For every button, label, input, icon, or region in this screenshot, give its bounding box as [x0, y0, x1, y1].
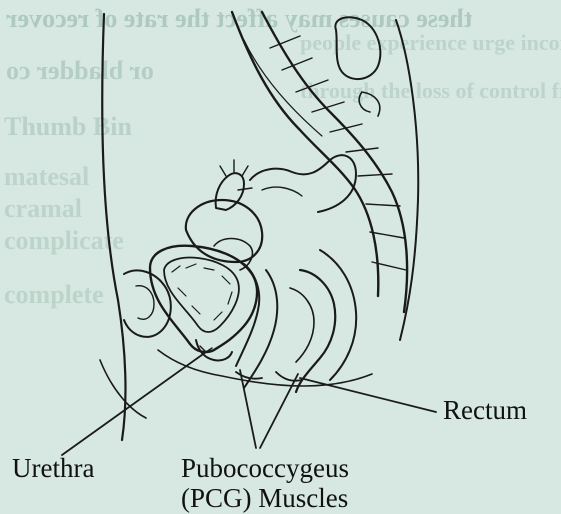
label-rectum: Rectum	[443, 397, 527, 424]
rectum-inner	[290, 288, 314, 362]
bladder-lining	[172, 264, 232, 320]
label-pubococcygeus-line1: Pubococcygeus	[181, 455, 349, 482]
spine-front	[232, 12, 378, 296]
vertebra-1	[270, 36, 406, 270]
label-pubococcygeus-line2: (PCG) Muscles	[181, 485, 348, 512]
pubic-symphysis	[136, 286, 154, 320]
rectum-outer	[296, 270, 335, 392]
bladder-inner	[164, 258, 239, 333]
rectal-wall	[320, 250, 356, 380]
fimbriae	[220, 160, 252, 190]
label-urethra: Urethra	[12, 455, 94, 482]
iliac-crest	[335, 17, 380, 79]
leader-urethra	[62, 352, 206, 455]
pelvic-wing	[359, 92, 380, 116]
thigh-contour-left	[100, 360, 146, 418]
pubic-bone	[124, 270, 171, 336]
spine-back	[262, 12, 407, 312]
intestine-fold	[262, 187, 302, 196]
bladder-outer	[150, 246, 257, 352]
leader-rectum	[300, 378, 436, 412]
intestine-loop	[250, 155, 356, 212]
vaginal-canal-back	[244, 270, 277, 388]
body-contour-left	[102, 14, 125, 440]
